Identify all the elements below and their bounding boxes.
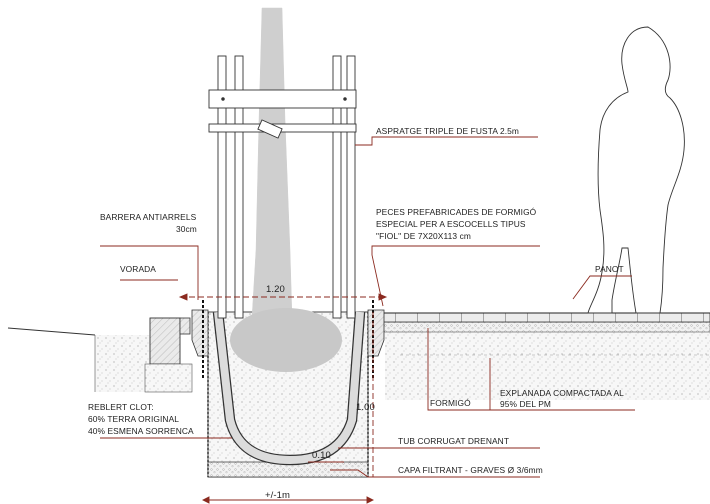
label-tub: TUB CORRUGAT DRENANT <box>398 436 509 446</box>
label-barrera-2: 30cm <box>176 224 197 234</box>
label-capa: CAPA FILTRANT - GRAVES Ø 3/6mm <box>398 465 543 475</box>
tree-stakes <box>208 55 357 319</box>
label-vorada: VORADA <box>120 264 156 274</box>
tree-trunk <box>251 7 293 319</box>
dimension-depth: 1.00 <box>356 402 375 413</box>
label-peces-3: "FIOL" DE 7X20X113 cm <box>376 231 471 241</box>
drainage-pipe <box>212 311 366 466</box>
tree-tie <box>257 119 283 139</box>
paving <box>382 312 710 323</box>
callout-lines <box>100 136 635 478</box>
label-reblert-2: 60% TERRA ORIGINAL <box>88 414 179 424</box>
concrete-base <box>379 321 710 333</box>
label-formigo: FORMIGÓ <box>430 398 471 408</box>
kerb <box>144 317 193 393</box>
label-peces-1: PECES PREFABRICADES DE FORMIGÓ <box>376 207 537 217</box>
root-ball <box>230 308 342 372</box>
dimension-width-bottom: +/-1m <box>265 490 290 501</box>
ground-left <box>7 327 150 392</box>
dimension-gravel: 0.10 <box>312 450 331 461</box>
label-panot: PANOT <box>595 264 624 274</box>
label-barrera-1: BARRERA ANTIARRELS <box>100 212 197 222</box>
subgrade-right <box>385 330 710 400</box>
dimension-lines <box>178 293 388 504</box>
label-reblert-3: 40% ESMENA SORRENCA <box>88 426 194 436</box>
label-peces-2: ESPECIAL PER A ESCOCELLS TIPUS <box>376 219 526 229</box>
label-reblert-1: REBLERT CLOT: <box>88 402 154 412</box>
person-silhouette <box>587 26 685 314</box>
label-explanada-2: 95% DEL PM <box>500 399 551 409</box>
label-explanada-1: EXPLANADA COMPACTADA AL <box>500 388 624 398</box>
dimension-width-top: 1.20 <box>266 284 285 295</box>
label-aspratge: ASPRATGE TRIPLE DE FUSTA 2.5m <box>376 126 519 136</box>
